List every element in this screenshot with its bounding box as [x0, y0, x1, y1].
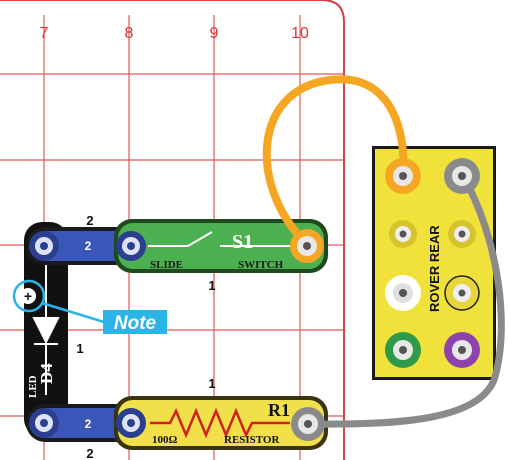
- note-pointer-line: [41, 301, 105, 324]
- wire-number-resistor: 1: [208, 376, 215, 391]
- orange-jumper-wire: [262, 75, 408, 248]
- resistor-value-label: 100Ω: [152, 434, 178, 446]
- resistor-r1: R1 100Ω RESISTOR: [114, 396, 328, 450]
- connector-led-bottom: [29, 408, 59, 438]
- wire-number-led: 1: [76, 341, 83, 356]
- wire-number-switch: 1: [208, 278, 215, 293]
- wire-number-bottom-left: 2: [86, 446, 93, 460]
- connector-resistor-right-gray: [291, 407, 325, 441]
- column-label-9: 9: [210, 25, 219, 42]
- rover-rear-label: ROVER REAR: [427, 225, 442, 312]
- note-callout: Note: [12, 279, 167, 334]
- slide-switch-s1: S1 SLIDE SWITCH: [114, 219, 328, 273]
- resistor-symbol: [150, 407, 290, 439]
- connector-switch-left: [116, 231, 146, 261]
- switch-symbol: [148, 231, 290, 247]
- rover-connector-gray: [444, 158, 480, 194]
- rover-connector-yellow-left: [389, 220, 417, 248]
- connector-switch-right-orange: [290, 229, 324, 263]
- rover-connector-yellow-ring: [444, 275, 480, 311]
- connector-resistor-left: [116, 408, 146, 438]
- led-plus-marker: [20, 288, 36, 304]
- wire-number-top-left: 2: [86, 213, 93, 228]
- rover-connector-purple: [444, 332, 480, 368]
- rover-connector-orange: [385, 158, 421, 194]
- note-highlight-circle: [12, 279, 46, 313]
- column-label-8: 8: [125, 25, 134, 42]
- gray-jumper-wire: [306, 170, 505, 428]
- rover-connector-white: [385, 275, 421, 311]
- led-plus-sign: +: [24, 288, 32, 304]
- top-wire-number: 2: [85, 239, 92, 253]
- rover-connector-green: [385, 332, 421, 368]
- resistor-id-label: R1: [268, 400, 290, 420]
- led-type-label: LED: [27, 375, 39, 398]
- resistor-name-label: RESISTOR: [224, 434, 280, 446]
- column-label-7: 7: [40, 25, 49, 42]
- led-diode-symbol: [32, 262, 60, 395]
- connector-led-top: [29, 231, 59, 261]
- note-box: [103, 310, 167, 334]
- switch-label-slide: SLIDE: [150, 259, 183, 271]
- rover-connector-yellow-right: [448, 220, 476, 248]
- led-id-label: D4: [37, 363, 56, 384]
- note-text: Note: [114, 313, 157, 334]
- bottom-wire-number: 2: [85, 417, 92, 431]
- switch-id-label: S1: [232, 231, 253, 253]
- column-label-10: 10: [291, 25, 309, 42]
- led-d4: D4 LED +: [20, 222, 68, 437]
- switch-label-switch: SWITCH: [238, 259, 284, 271]
